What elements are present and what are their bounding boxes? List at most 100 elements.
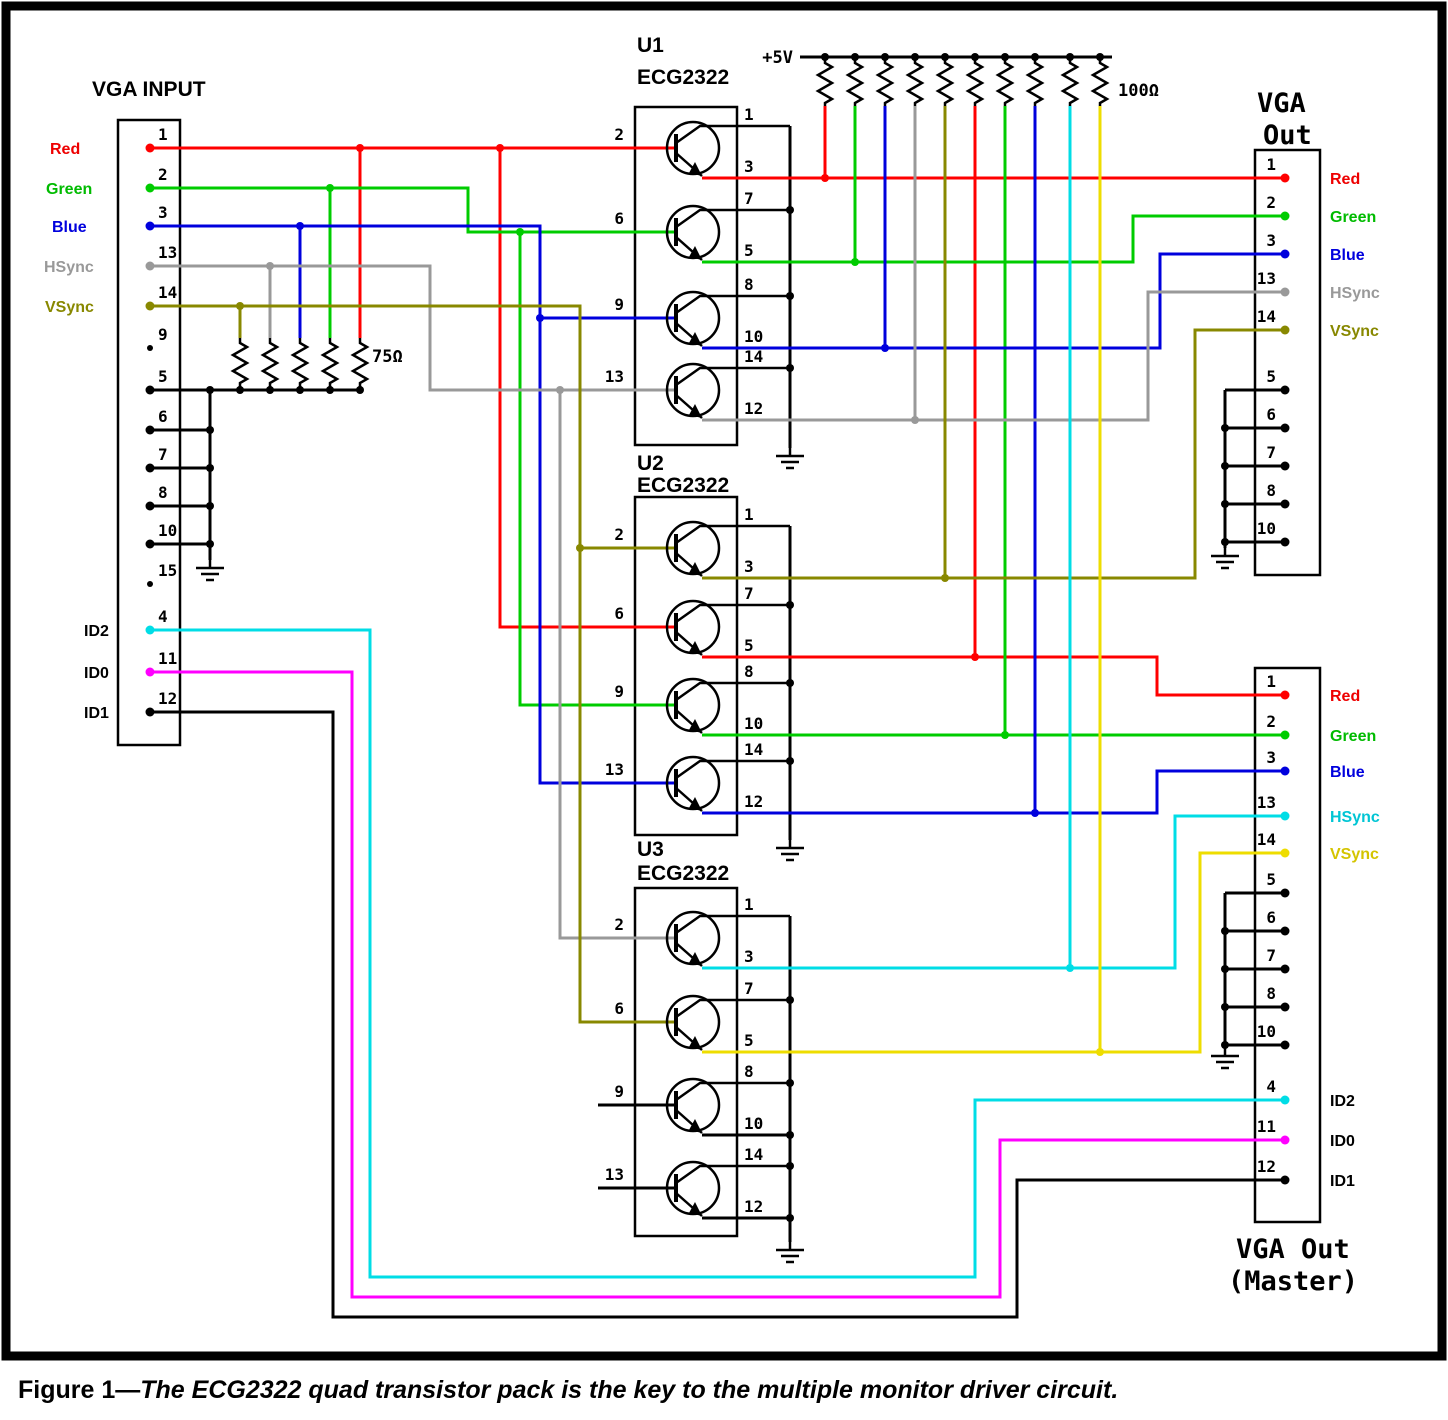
npn-transistor (665, 1077, 792, 1135)
u2-box (633, 495, 739, 837)
u1-transistors (665, 120, 792, 420)
pin-number: 8 (744, 275, 754, 294)
pin-number: 15 (158, 561, 177, 580)
id0-wire (150, 670, 1285, 1299)
pin-number: 6 (614, 604, 624, 623)
pin-number: 6 (1266, 908, 1276, 927)
pin-number: 1 (744, 105, 754, 124)
pin-number: 2 (1266, 712, 1276, 731)
resistor-100ohm (996, 56, 1014, 108)
power-texts: +5V 100Ω 75Ω (372, 48, 1159, 367)
pin-number: 8 (1266, 481, 1276, 500)
pin-number: 4 (158, 607, 168, 626)
npn-transistor (665, 520, 792, 578)
pin-number: 12 (158, 689, 177, 708)
u1-box (633, 105, 739, 447)
pin-number: 1 (744, 895, 754, 914)
pin-number: 5 (1266, 367, 1276, 386)
vga-out-title-1: VGA (1257, 88, 1306, 119)
resistor-75ohm (321, 336, 339, 388)
pin-number: 7 (1266, 443, 1276, 462)
npn-transistor (665, 1160, 792, 1218)
ground-symbol (194, 558, 226, 582)
pin-number: 5 (744, 241, 754, 260)
pin-number: 13 (605, 1165, 624, 1184)
termination-resistors-75ohm (231, 336, 369, 388)
vga-input-texts: VGA INPUT 1 2 3 13 14 9 5 6 7 8 10 15 4 … (44, 78, 206, 722)
pin-number: 12 (744, 792, 763, 811)
blue-wires (150, 106, 1285, 815)
vga-out-master-texts: 1 2 3 13 14 5 6 7 8 10 4 11 12 Red Green… (1228, 672, 1380, 1297)
black-junction-dots (206, 53, 1229, 1222)
resistor-100ohm (966, 56, 984, 108)
pin-number: 10 (744, 714, 763, 733)
pin-number: 2 (614, 915, 624, 934)
pin-number: 12 (1257, 1157, 1276, 1176)
resistor-75ohm (291, 336, 309, 388)
vga-out-master-title-1: VGA Out (1236, 1234, 1350, 1265)
termination-value-label: 75Ω (372, 347, 403, 367)
pin-number: 2 (614, 125, 624, 144)
pin-number: 9 (158, 325, 168, 344)
plus5v-label: +5V (762, 48, 793, 68)
ic-ref: U1 (637, 34, 664, 57)
pin-number: 5 (744, 1031, 754, 1050)
signal-label-id2: ID2 (1330, 1093, 1355, 1110)
pin-number: 6 (1266, 405, 1276, 424)
pin-number: 2 (614, 525, 624, 544)
signal-label-id1: ID1 (1330, 1173, 1355, 1190)
pin-number: 8 (1266, 984, 1276, 1003)
ic-ref: U3 (637, 838, 664, 861)
pin-number: 3 (744, 157, 754, 176)
pin-number: 7 (744, 584, 754, 603)
signal-label-id1: ID1 (84, 705, 109, 722)
figure-caption-text: The ECG2322 quad transistor pack is the … (140, 1376, 1118, 1404)
pin-number: 2 (158, 165, 168, 184)
signal-label-hsync: HSync (44, 259, 94, 276)
pin-number: 13 (1257, 793, 1276, 812)
pin-number: 12 (744, 1197, 763, 1216)
signal-label-blue: Blue (1330, 247, 1365, 264)
signal-label-red: Red (1330, 688, 1360, 705)
npn-transistor (665, 994, 792, 1052)
pin-number: 13 (605, 367, 624, 386)
vga-out-box (1253, 148, 1322, 577)
pin-number: 9 (614, 682, 624, 701)
pin-number: 3 (744, 557, 754, 576)
pullup-resistors-100ohm (816, 56, 1109, 108)
pin-number: 8 (744, 662, 754, 681)
npn-transistor (665, 204, 792, 262)
resistor-75ohm (351, 336, 369, 388)
vga-out-pin-dots (1280, 173, 1290, 547)
u2-transistors (665, 520, 792, 813)
pullup-value-label: 100Ω (1118, 81, 1159, 101)
pin-number: 14 (158, 283, 177, 302)
resistor-100ohm (906, 56, 924, 108)
ground-symbol (1209, 1046, 1241, 1070)
cyan-junction-dots (1066, 964, 1074, 972)
pin-number: 11 (158, 649, 177, 668)
resistor-100ohm (846, 56, 864, 108)
pin-number: 10 (1257, 519, 1276, 538)
pin-number: 1 (1266, 672, 1276, 691)
ground-symbol (774, 446, 806, 470)
vga-out-master-title-2: (Master) (1228, 1266, 1358, 1297)
ground-symbol (1209, 546, 1241, 570)
resistor-100ohm (936, 56, 954, 108)
signal-label-green: Green (46, 181, 92, 198)
vga-input-box (116, 118, 182, 747)
signal-label-red: Red (50, 141, 80, 158)
pin-number: 14 (1257, 830, 1276, 849)
pin-number: 5 (744, 636, 754, 655)
pin-number: 14 (744, 347, 763, 366)
npn-transistor (665, 677, 792, 735)
pin-number: 3 (1266, 231, 1276, 250)
vga-out-title-2: Out (1263, 120, 1312, 151)
vsync-wires (150, 106, 1285, 1024)
vga-out-master-box (1253, 666, 1322, 1224)
u3-box (633, 886, 739, 1238)
pin-number: 8 (744, 1062, 754, 1081)
pin-number: 5 (1266, 870, 1276, 889)
pin-number: 14 (744, 740, 763, 759)
vga-input-title: VGA INPUT (92, 78, 206, 101)
